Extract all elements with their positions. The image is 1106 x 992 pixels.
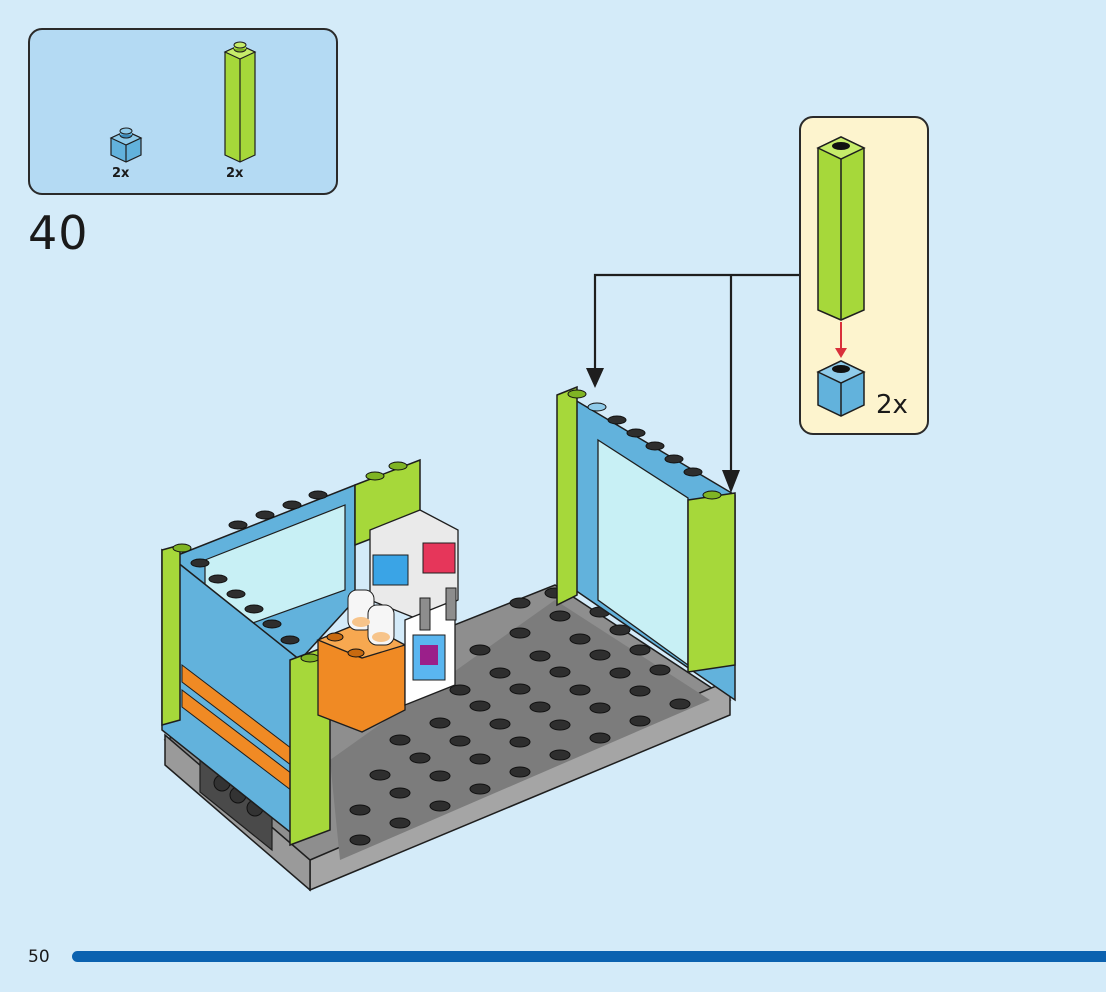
red-arrow-icon [835,322,847,358]
sub-assembly-quantity: 2x [876,390,908,420]
placement-arrows [593,273,799,483]
right-wall-studs [567,389,722,500]
page-number: 50 [28,947,50,967]
step-number: 40 [28,206,89,260]
lime-column-icon [223,41,257,163]
part-quantity: 2x [226,166,244,181]
right-wall [556,385,736,702]
arrow-head-icon [722,470,740,493]
drink-dispenser [369,509,459,706]
parts-list-box [28,28,338,195]
base-studs [349,587,691,846]
page-progress-bar [72,951,1106,962]
part-quantity: 2x [112,166,130,181]
bottles [347,589,395,646]
arrow-head-icon [586,368,604,388]
callout-lime-column-icon [816,136,866,321]
callout-light-blue-brick-icon [816,360,866,417]
left-wall-studs [172,461,408,663]
light-blue-brick-icon [109,127,143,163]
